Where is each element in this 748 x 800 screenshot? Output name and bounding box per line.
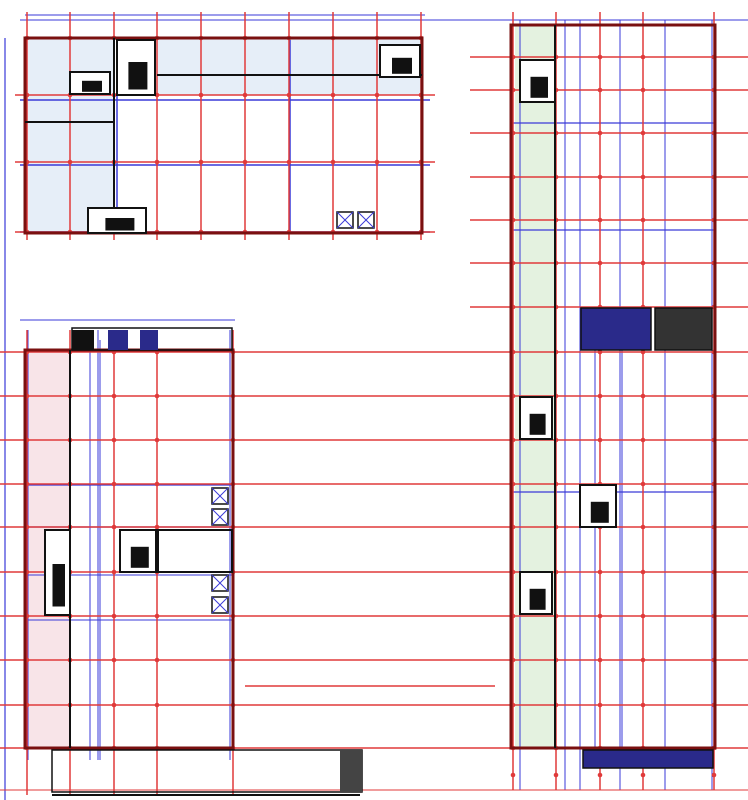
column-icon — [640, 481, 646, 487]
column-icon — [597, 569, 603, 575]
column-icon — [597, 217, 603, 223]
column-icon — [154, 437, 160, 443]
elevator-icon — [211, 596, 229, 614]
column-icon — [154, 524, 160, 530]
column-icon — [640, 174, 646, 180]
equipment — [52, 564, 65, 607]
column-icon — [640, 702, 646, 708]
column-icon — [597, 393, 603, 399]
elevator-icon — [357, 211, 375, 229]
column-icon — [67, 159, 73, 165]
column-icon — [286, 92, 292, 98]
column-icon — [597, 174, 603, 180]
stair-icon — [580, 307, 652, 351]
column-icon — [111, 393, 117, 399]
column-icon — [111, 613, 117, 619]
column-icon — [640, 130, 646, 136]
column-icon — [154, 159, 160, 165]
building-east-wall — [509, 23, 717, 750]
column-icon — [640, 657, 646, 663]
room — [157, 529, 233, 573]
column-icon — [640, 349, 646, 355]
column-icon — [597, 437, 603, 443]
column-icon — [111, 657, 117, 663]
column-icon — [111, 569, 117, 575]
column-icon — [640, 569, 646, 575]
equipment — [130, 546, 149, 568]
column-icon — [111, 481, 117, 487]
zone-right-strip — [515, 25, 555, 748]
equipment — [530, 76, 548, 98]
column-icon — [640, 437, 646, 443]
column-icon — [553, 772, 559, 778]
equipment — [590, 501, 609, 523]
column-icon — [640, 87, 646, 93]
column-icon — [640, 217, 646, 223]
column-icon — [640, 613, 646, 619]
column-icon — [242, 159, 248, 165]
column-icon — [597, 702, 603, 708]
column-icon — [640, 260, 646, 266]
column-icon — [640, 393, 646, 399]
stair-icon — [582, 749, 714, 769]
equipment — [529, 588, 546, 610]
column-icon — [154, 657, 160, 663]
column-icon — [597, 657, 603, 663]
stair-icon — [140, 330, 158, 350]
stair-icon — [654, 307, 713, 351]
column-icon — [374, 92, 380, 98]
stair-icon — [108, 330, 128, 350]
column-icon — [111, 524, 117, 530]
equipment — [529, 413, 546, 435]
elevator-icon — [211, 487, 229, 505]
elevator-icon — [211, 508, 229, 526]
column-icon — [154, 702, 160, 708]
column-icon — [330, 92, 336, 98]
column-icon — [597, 260, 603, 266]
column-icon — [597, 54, 603, 60]
column-icon — [597, 772, 603, 778]
column-icon — [111, 437, 117, 443]
column-icon — [154, 393, 160, 399]
column-icon — [111, 702, 117, 708]
column-icon — [286, 159, 292, 165]
column-icon — [597, 349, 603, 355]
column-icon — [510, 772, 516, 778]
stair-icon — [340, 750, 362, 792]
column-icon — [330, 159, 336, 165]
column-icon — [374, 159, 380, 165]
column-icon — [640, 524, 646, 530]
elevator-icon — [211, 574, 229, 592]
column-icon — [198, 92, 204, 98]
column-icon — [597, 613, 603, 619]
column-icon — [640, 54, 646, 60]
equipment — [128, 62, 148, 90]
elevator-icon — [336, 211, 354, 229]
column-icon — [597, 87, 603, 93]
column-icon — [198, 159, 204, 165]
column-icon — [242, 92, 248, 98]
column-icon — [640, 772, 646, 778]
stair-icon — [72, 330, 94, 350]
column-icon — [711, 772, 717, 778]
equipment — [392, 57, 412, 74]
equipment — [105, 218, 135, 231]
column-icon — [154, 613, 160, 619]
column-icon — [597, 130, 603, 136]
equipment — [82, 80, 102, 92]
column-icon — [154, 481, 160, 487]
building-north-wall — [23, 36, 424, 235]
